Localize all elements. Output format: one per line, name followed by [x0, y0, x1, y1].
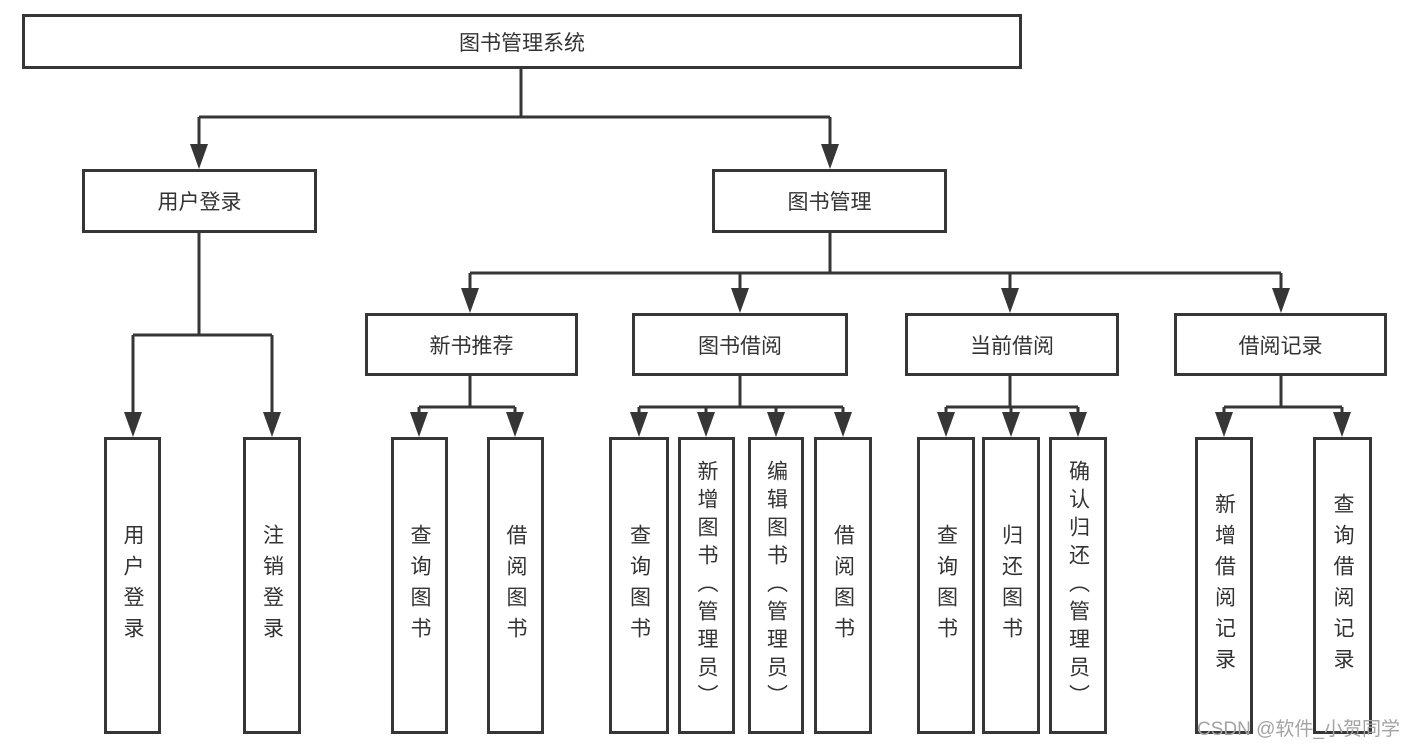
- leaf-edit-book-admin: 编辑图书（管理员）: [748, 437, 804, 734]
- leaf-add-borrow-record: 新增借阅记录: [1195, 437, 1253, 734]
- node-label: 查询图书: [934, 523, 958, 648]
- leaf-confirm-return-admin: 确认归还（管理员）: [1049, 437, 1107, 734]
- leaf-query-borrow-record: 查询借阅记录: [1313, 437, 1372, 734]
- node-label: 查询借阅记录: [1331, 492, 1355, 679]
- node-label: 用户登录: [121, 523, 145, 648]
- node-new-book-recommendation: 新书推荐: [365, 313, 578, 376]
- node-label: 编辑图书（管理员）: [764, 459, 788, 712]
- leaf-borrow-books-recommend: 借阅图书: [487, 437, 544, 734]
- node-label: 新书推荐: [429, 334, 514, 358]
- node-label: 查询图书: [408, 523, 432, 648]
- csdn-watermark: CSDN @软件_小贺同学: [1197, 719, 1400, 740]
- node-label: 归还图书: [999, 523, 1023, 648]
- leaf-borrow-books-borrowing: 借阅图书: [814, 437, 872, 734]
- node-label: 图书借阅: [698, 334, 782, 358]
- node-current-borrowing: 当前借阅: [905, 313, 1119, 376]
- leaf-return-books: 归还图书: [982, 437, 1040, 734]
- node-label: 借阅图书: [504, 523, 528, 648]
- node-label: 新增借阅记录: [1212, 492, 1236, 679]
- node-label: 借阅图书: [831, 523, 855, 648]
- leaf-logout: 注销登录: [243, 437, 301, 734]
- node-label: 当前借阅: [970, 334, 1054, 358]
- node-label: 图书管理: [787, 191, 872, 214]
- leaf-user-login: 用户登录: [104, 437, 161, 734]
- node-label: 图书管理系统: [459, 31, 585, 55]
- node-label: 注销登录: [260, 523, 284, 648]
- node-label: 借阅记录: [1238, 334, 1323, 358]
- node-label: 新增图书（管理员）: [695, 459, 719, 712]
- leaf-query-books-current: 查询图书: [917, 437, 975, 734]
- node-book-borrowing: 图书借阅: [632, 313, 848, 376]
- node-label: 查询图书: [627, 523, 651, 648]
- leaf-query-books-recommend: 查询图书: [391, 437, 448, 734]
- node-library-management-system: 图书管理系统: [22, 14, 1022, 69]
- node-label: 用户登录: [157, 191, 242, 214]
- node-user-login: 用户登录: [82, 169, 317, 233]
- node-borrowing-records: 借阅记录: [1174, 313, 1387, 376]
- leaf-add-book-admin: 新增图书（管理员）: [678, 437, 735, 734]
- arrowheads: [124, 144, 1351, 437]
- leaf-query-books-borrowing: 查询图书: [609, 437, 669, 734]
- node-label: 确认归还（管理员）: [1066, 459, 1090, 712]
- node-book-management: 图书管理: [712, 169, 947, 233]
